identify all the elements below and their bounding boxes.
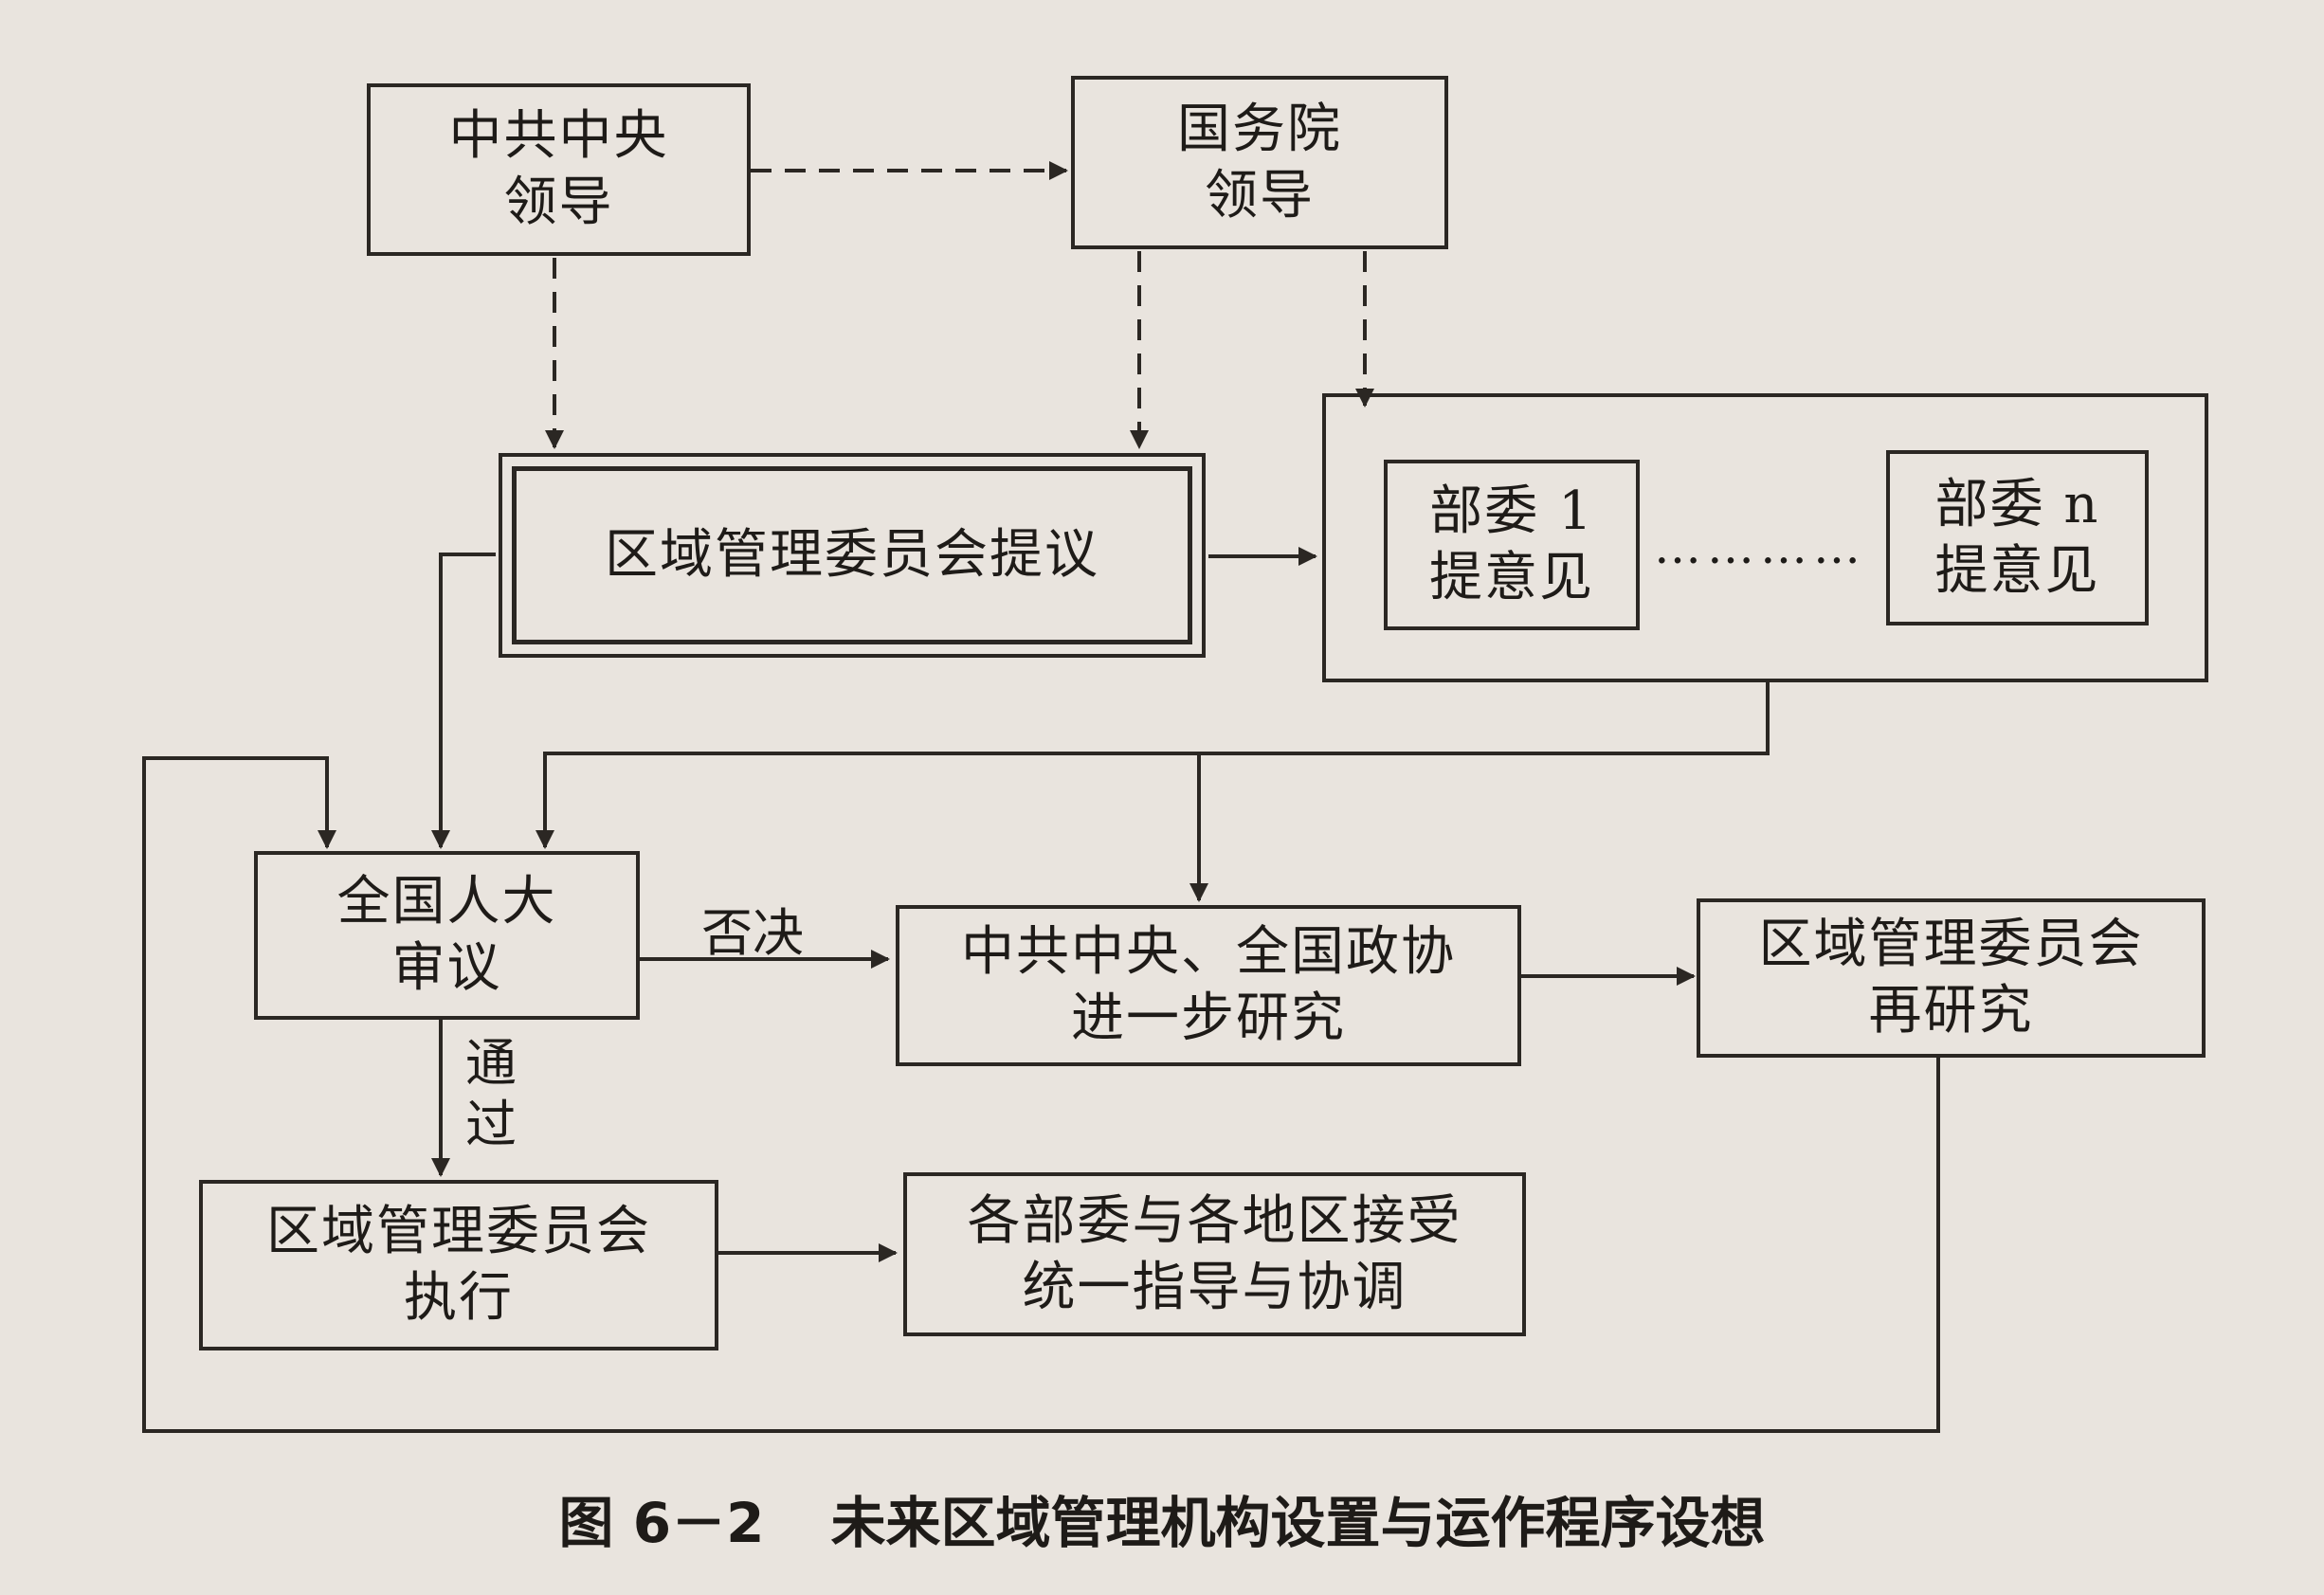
node-ministry-n-line1: 部委 n — [1934, 473, 2100, 535]
node-restudy: 区域管理委员会 再研究 — [1697, 898, 2206, 1058]
node-npc-review: 全国人大 审议 — [254, 851, 640, 1020]
node-ccp-lead-line2: 领导 — [503, 172, 614, 233]
node-coordinate-line2: 统一指导与协调 — [1022, 1256, 1407, 1318]
node-coordinate: 各部委与各地区接受 统一指导与协调 — [903, 1172, 1526, 1336]
node-restudy-line1: 区域管理委员会 — [1758, 914, 2144, 975]
node-ministry-n-line2: 提意见 — [1934, 539, 2100, 602]
node-execute: 区域管理委员会 执行 — [199, 1180, 718, 1350]
node-npc-review-line1: 全国人大 — [336, 871, 557, 933]
edge-ministries-to-npc — [536, 680, 1770, 849]
edge-label-pass: 通 过 — [463, 1033, 519, 1156]
node-further-study-line1: 中共中央、全国政协 — [961, 921, 1456, 983]
node-further-study: 中共中央、全国政协 进一步研究 — [896, 905, 1521, 1066]
node-execute-line2: 执行 — [404, 1267, 514, 1329]
node-state-council: 国务院 领导 — [1071, 76, 1448, 249]
figure-title: 未来区域管理机构设置与运作程序设想 — [830, 1491, 1766, 1555]
node-execute-line1: 区域管理委员会 — [266, 1201, 651, 1262]
node-proposal: 区域管理委员会提议 — [499, 453, 1206, 658]
node-ccp-lead-line1: 中共中央 — [448, 105, 669, 167]
node-ministry-1-line2: 提意见 — [1429, 547, 1594, 608]
node-ministry-1: 部委 1 提意见 — [1384, 460, 1640, 630]
node-ministry-1-line1: 部委 1 — [1429, 480, 1594, 542]
node-state-council-line2: 领导 — [1205, 164, 1315, 227]
edge-proposal-to-npc — [431, 553, 496, 849]
node-ccp-lead: 中共中央 领导 — [367, 83, 751, 256]
edge-label-pass-char1: 通 — [465, 1033, 517, 1093]
edge-label-veto: 否决 — [701, 903, 804, 963]
ministries-group — [1322, 393, 2208, 682]
node-ministry-n: 部委 n 提意见 — [1886, 450, 2149, 625]
node-further-study-line2: 进一步研究 — [1071, 988, 1346, 1049]
node-state-council-line1: 国务院 — [1177, 98, 1342, 160]
node-proposal-line1: 区域管理委员会提议 — [605, 524, 1099, 586]
figure-caption: 图 6－2 未来区域管理机构设置与运作程序设想 — [0, 1478, 2324, 1558]
edge-restudy-loop-to-npc — [142, 756, 1940, 1433]
ministries-ellipsis: ………… — [1654, 519, 1866, 574]
node-coordinate-line1: 各部委与各地区接受 — [967, 1189, 1462, 1252]
figure-number: 图 6－2 — [558, 1491, 765, 1555]
edge-label-pass-char2: 过 — [465, 1094, 517, 1154]
node-restudy-line2: 再研究 — [1868, 980, 2034, 1042]
node-npc-review-line2: 审议 — [391, 937, 502, 999]
